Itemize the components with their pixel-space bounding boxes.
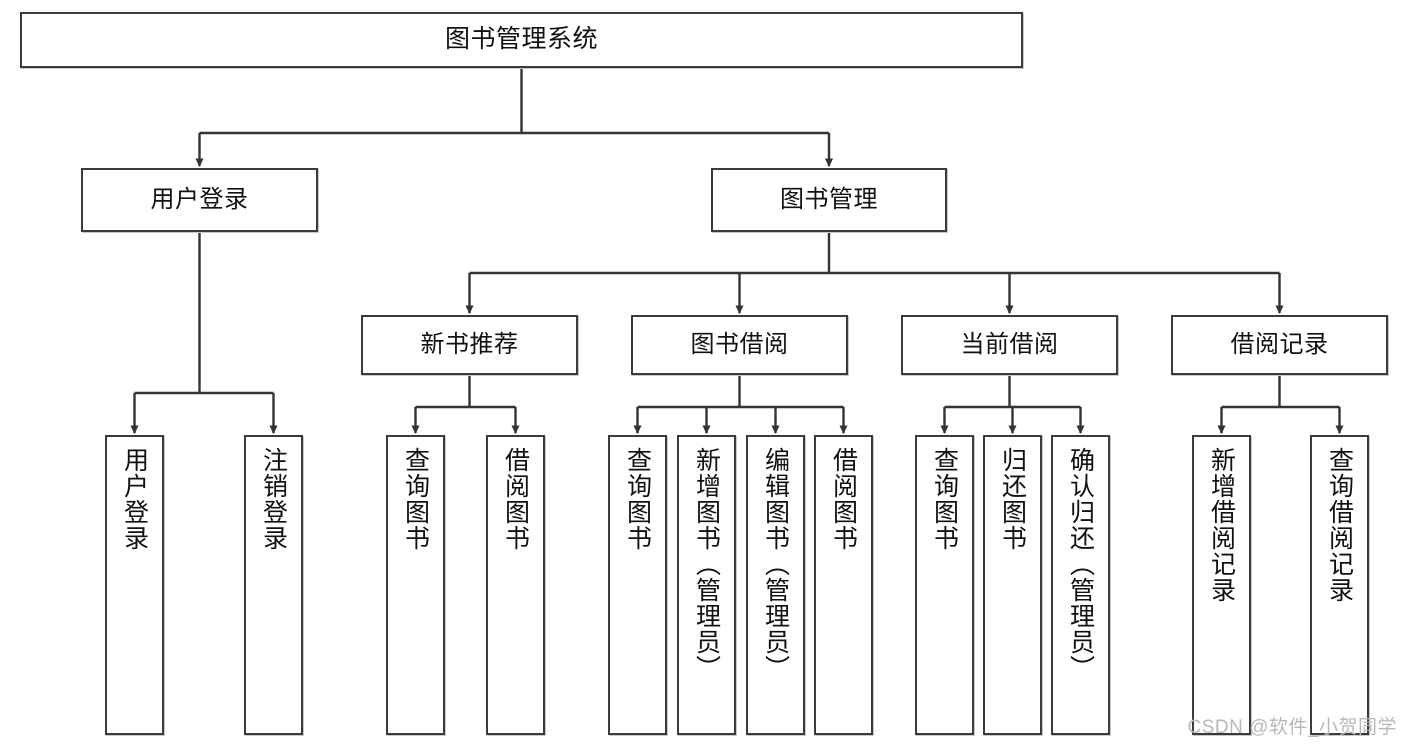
- node-leaf-add-book[interactable]: 新增图书（管理员）: [677, 435, 736, 735]
- node-label: 查询图书: [930, 447, 959, 551]
- node-leaf-query-record[interactable]: 查询借阅记录: [1310, 435, 1369, 735]
- node-borrow-record[interactable]: 借阅记录: [1171, 315, 1388, 375]
- node-label: 查询借阅记录: [1325, 447, 1354, 603]
- node-label: 用户登录: [150, 185, 249, 213]
- node-book-borrow[interactable]: 图书借阅: [631, 315, 848, 375]
- node-label: 借阅记录: [1230, 330, 1329, 358]
- node-label: 新增借阅记录: [1207, 447, 1236, 603]
- node-label: 借阅图书: [501, 447, 530, 551]
- node-leaf-confirm-return[interactable]: 确认归还（管理员）: [1051, 435, 1110, 735]
- node-label: 新增图书（管理员）: [692, 447, 721, 681]
- node-label: 借阅图书: [829, 447, 858, 551]
- node-leaf-borrow-book-1[interactable]: 借阅图书: [486, 435, 545, 735]
- node-leaf-return-book[interactable]: 归还图书: [983, 435, 1042, 735]
- node-label: 图书管理系统: [444, 25, 598, 54]
- node-leaf-edit-book[interactable]: 编辑图书（管理员）: [746, 435, 805, 735]
- node-leaf-add-record[interactable]: 新增借阅记录: [1192, 435, 1251, 735]
- node-leaf-user-login[interactable]: 用户登录: [105, 435, 164, 735]
- node-leaf-query-book-3[interactable]: 查询图书: [915, 435, 974, 735]
- node-new-book-rec[interactable]: 新书推荐: [361, 315, 578, 375]
- node-book-manage[interactable]: 图书管理: [711, 168, 947, 232]
- node-label: 图书借阅: [690, 330, 789, 358]
- node-label: 当前借阅: [960, 330, 1059, 358]
- node-root[interactable]: 图书管理系统: [20, 12, 1023, 68]
- node-leaf-borrow-book-2[interactable]: 借阅图书: [814, 435, 873, 735]
- node-user-login[interactable]: 用户登录: [81, 168, 318, 232]
- node-label: 查询图书: [401, 447, 430, 551]
- node-leaf-query-book-2[interactable]: 查询图书: [608, 435, 667, 735]
- node-label: 确认归还（管理员）: [1066, 447, 1095, 681]
- node-label: 新书推荐: [420, 330, 519, 358]
- node-current-borrow[interactable]: 当前借阅: [901, 315, 1118, 375]
- node-label: 编辑图书（管理员）: [761, 447, 790, 681]
- node-leaf-user-logout[interactable]: 注销登录: [244, 435, 303, 735]
- node-label: 查询图书: [623, 447, 652, 551]
- node-label: 用户登录: [120, 447, 149, 551]
- node-label: 注销登录: [259, 447, 288, 551]
- node-label: 图书管理: [780, 185, 878, 213]
- node-leaf-query-book-1[interactable]: 查询图书: [386, 435, 445, 735]
- node-label: 归还图书: [998, 447, 1027, 551]
